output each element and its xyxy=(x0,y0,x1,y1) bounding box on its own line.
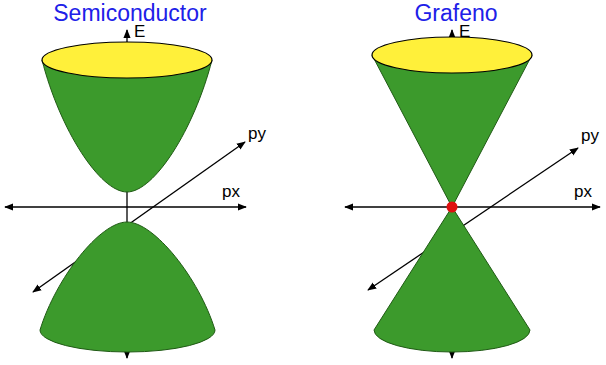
axes xyxy=(345,30,600,358)
axis-label: E xyxy=(134,22,145,42)
axis-label: py xyxy=(581,126,599,146)
px-axis xyxy=(345,206,600,207)
band-top xyxy=(42,42,212,78)
upper-cone xyxy=(372,55,532,207)
px-axis xyxy=(5,206,246,207)
valence-band xyxy=(40,222,215,352)
axis-label: px xyxy=(574,182,592,202)
conduction-band xyxy=(42,60,212,192)
lower-cone xyxy=(374,207,530,352)
panel-title: Grafeno xyxy=(414,0,497,26)
axis-label: E xyxy=(459,22,470,42)
axis-label: py xyxy=(248,124,266,144)
axis-label: px xyxy=(222,182,240,202)
cone-top xyxy=(372,37,532,73)
axes xyxy=(5,30,246,358)
panel-title: Semiconductor xyxy=(53,0,206,26)
dirac-point xyxy=(447,202,458,213)
